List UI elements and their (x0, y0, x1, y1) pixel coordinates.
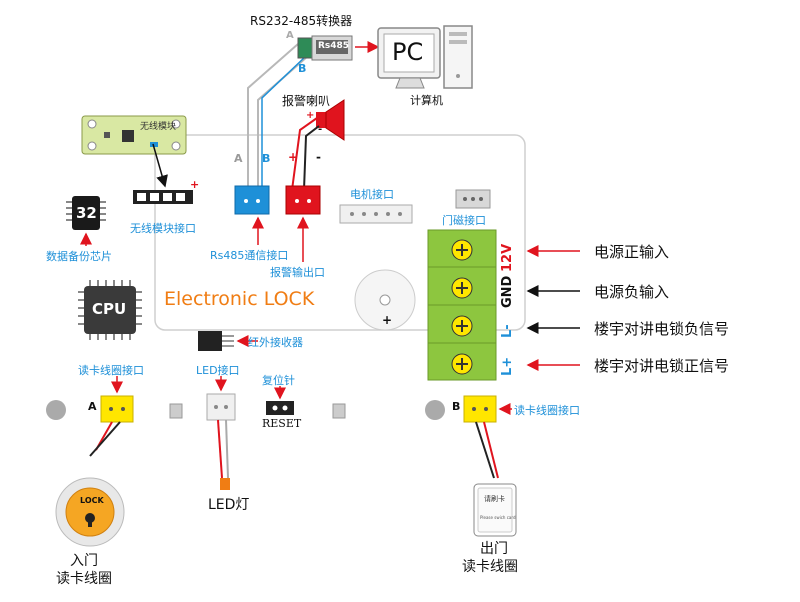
entry-reader-coil-icon (55, 477, 125, 547)
terminal-screw (451, 277, 473, 299)
board-title: Electronic LOCK (164, 288, 315, 310)
port-b-mark: B (262, 152, 271, 165)
alarm-title: 报警喇叭 (282, 94, 331, 108)
reader-b-port (463, 395, 497, 423)
terminal-screw (451, 239, 473, 261)
converter-line-b: B (298, 62, 307, 75)
small-component (169, 403, 183, 419)
alarm-plus: + (306, 110, 315, 121)
cpu-chip-icon (78, 280, 142, 340)
terminal-label-l-plus: L+ (500, 356, 515, 376)
led-bulb-icon (220, 478, 230, 490)
led-wire-red (217, 419, 223, 479)
alarm-output-port (285, 185, 321, 215)
cable-b (261, 55, 307, 188)
reset-text: RESET (262, 417, 302, 430)
terminal-screw (451, 353, 473, 375)
converter-title: RS232-485转换器 (250, 14, 353, 28)
mount-hole (425, 400, 445, 420)
terminal-desc-gnd: 电源负输入 (594, 283, 670, 301)
converter-port-label: Rs485 (318, 41, 350, 51)
terminal-screw (451, 315, 473, 337)
reader-a-port (100, 395, 134, 423)
terminal-label-l-minus: L- (500, 324, 515, 338)
rs485-port (234, 185, 270, 215)
reset-pins (266, 401, 294, 415)
door-port-label: 门磁接口 (442, 214, 486, 227)
converter-line-a: A (286, 30, 294, 41)
motor-port-label: 电机接口 (350, 188, 394, 201)
wireless-connector-label: 无线模块接口 (130, 222, 196, 235)
led-port-label: LED接口 (196, 364, 240, 377)
reader-a-label: 读卡线圈接口 (78, 364, 144, 377)
port-minus-mark: - (316, 150, 321, 164)
alarm-wire-red (291, 117, 318, 191)
door-port (455, 189, 491, 209)
entry-caption-1: 入门 (70, 553, 98, 569)
wireless-plus: + (190, 178, 200, 191)
pc-icon (377, 25, 473, 89)
exit-card-sub: Please swich card (480, 515, 516, 520)
entry-lock-text: LOCK (80, 496, 104, 505)
pc-caption: 计算机 (410, 94, 443, 107)
reader-a-mark: A (88, 400, 97, 413)
ir-label: 红外接收器 (248, 336, 303, 349)
wireless-module-label: 无线模块 (140, 122, 177, 132)
port-a-mark: A (234, 152, 243, 165)
exit-caption-2: 读卡线圈 (462, 559, 518, 575)
ir-receiver-icon (198, 331, 234, 351)
led-wire-gray (225, 419, 229, 479)
alarm-horn-icon (316, 99, 345, 141)
reset-label: 复位针 (262, 374, 295, 387)
reader-b-wire-black (475, 421, 495, 479)
exit-caption-1: 出门 (480, 541, 508, 557)
alarm-minus: - (318, 124, 323, 135)
buzzer-icon (354, 269, 416, 331)
rs485-converter (297, 35, 353, 61)
mount-hole (46, 400, 66, 420)
reader-b-label: 读卡线圈接口 (514, 404, 580, 417)
port-plus-mark: + (288, 150, 299, 164)
buzzer-plus: + (382, 313, 393, 327)
terminal-label-gnd: GND (500, 275, 515, 308)
alarm-out-label: 报警输出口 (270, 266, 325, 279)
wireless-connector (133, 190, 193, 204)
exit-reader-card-icon (473, 483, 517, 537)
wireless-module (81, 115, 187, 155)
exit-card-title: 请刷卡 (484, 495, 505, 503)
entry-caption-2: 读卡线圈 (56, 571, 112, 587)
pc-screen-text: PC (392, 38, 424, 66)
terminal-block (427, 229, 497, 381)
terminal-desc-12v: 电源正输入 (594, 243, 670, 261)
terminal-desc-l-minus: 楼宇对讲电锁负信号 (594, 320, 730, 338)
terminal-desc-l-plus: 楼宇对讲电锁正信号 (594, 357, 730, 375)
reader-b-mark: B (452, 400, 461, 413)
reader-b-wire-red (483, 421, 499, 479)
reader-a-wire-black (89, 421, 121, 457)
backup-chip-text: 32 (76, 204, 97, 222)
backup-chip-label: 数据备份芯片 (46, 250, 112, 263)
led-caption: LED灯 (208, 497, 250, 513)
cable-a (247, 43, 299, 190)
terminal-label-12v: 12V (500, 243, 515, 272)
motor-port (339, 204, 413, 224)
backup-chip-icon (66, 196, 106, 230)
led-port (206, 393, 236, 421)
alarm-wire-black (303, 125, 320, 191)
cpu-text: CPU (92, 300, 127, 318)
small-component (332, 403, 346, 419)
wireless-arrow (152, 143, 168, 188)
rs485-port-label: Rs485通信接口 (210, 249, 289, 262)
